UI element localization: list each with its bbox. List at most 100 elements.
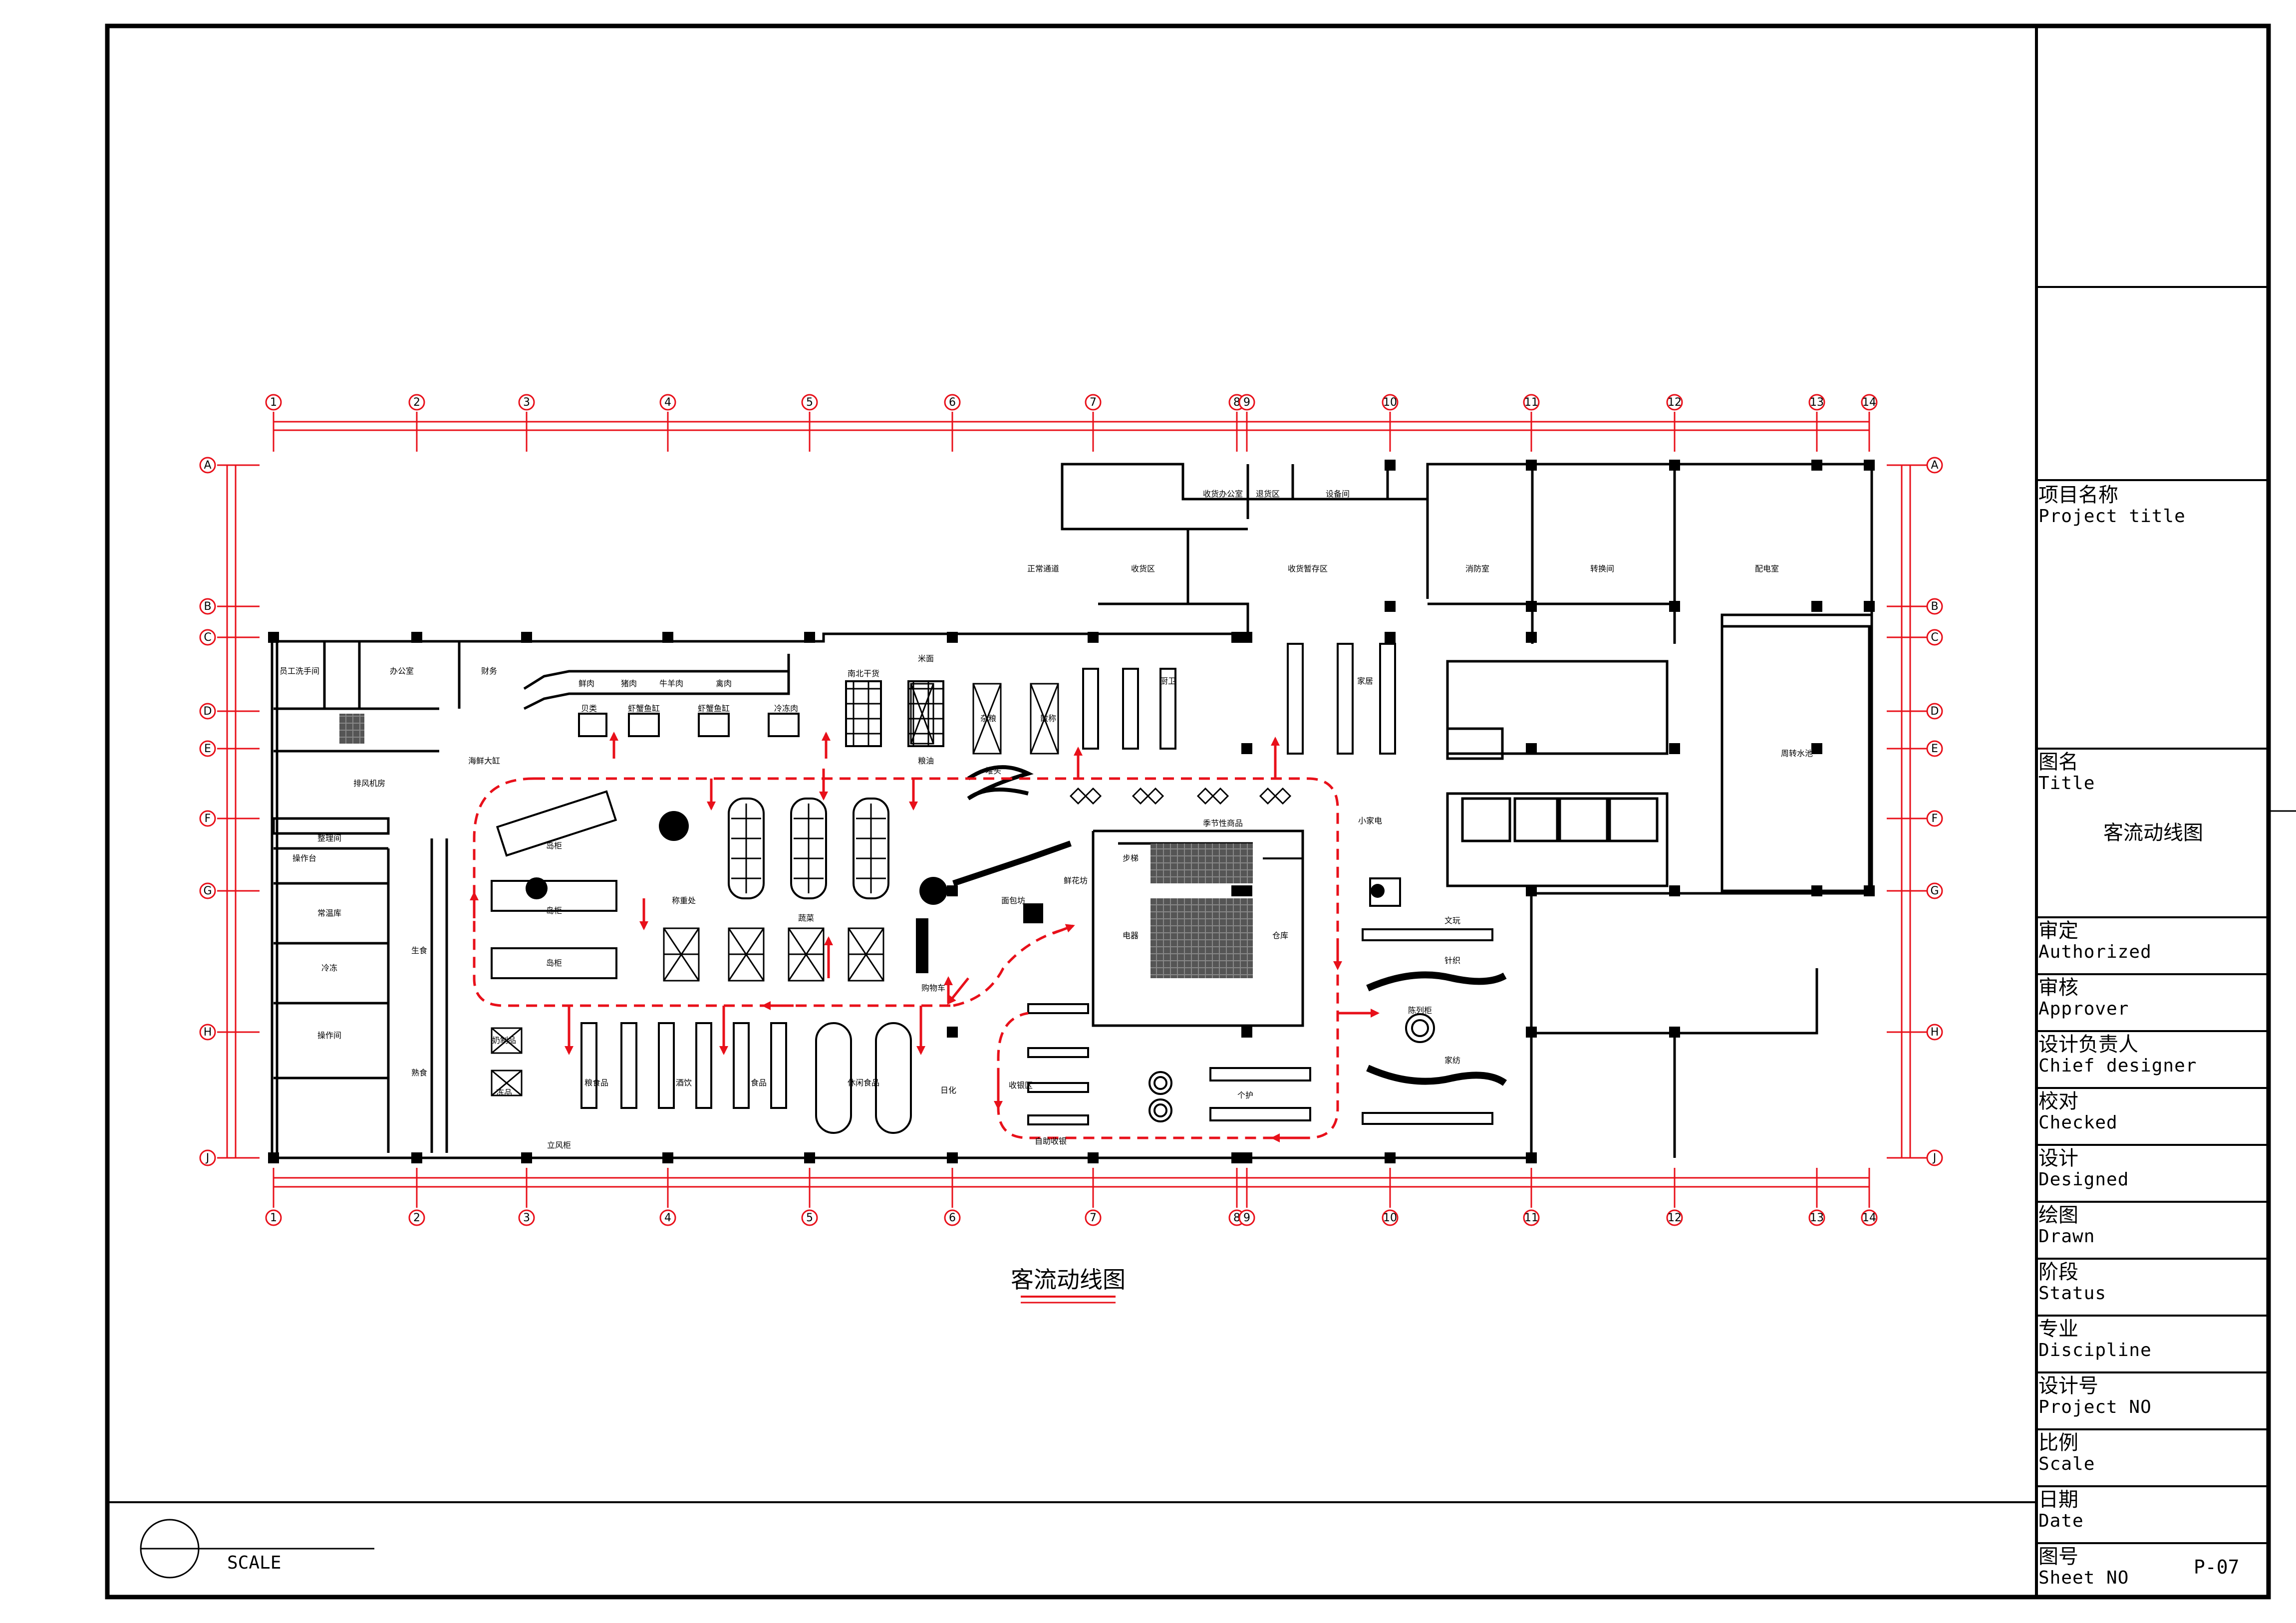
axis-bubble-row-D-left: D bbox=[199, 703, 216, 720]
label-staff-wash: 员工洗手间 bbox=[280, 666, 319, 676]
label-island-3: 岛柜 bbox=[546, 958, 562, 968]
sheet-en: Sheet NO bbox=[2038, 1568, 2129, 1588]
label-appliance: 电器 bbox=[1123, 931, 1139, 940]
label-fan-room: 排风机房 bbox=[353, 779, 385, 788]
label-stationery: 文玩 bbox=[1444, 916, 1460, 925]
structural-column bbox=[1864, 885, 1875, 896]
label-cold-storage: 常温库 bbox=[317, 908, 341, 918]
label-bulk-cereal: 杂粮 bbox=[980, 714, 996, 723]
title-block-date: 日期 Date bbox=[2038, 1489, 2268, 1532]
title-block-project-no: 设计号 Project NO bbox=[2038, 1375, 2268, 1418]
fixtures bbox=[491, 643, 1507, 1134]
structural-column bbox=[1231, 1152, 1242, 1163]
svg-text:8: 8 bbox=[1233, 1212, 1240, 1224]
svg-text:C: C bbox=[204, 631, 211, 644]
label-seasonal: 季节性商品 bbox=[1203, 818, 1243, 828]
approver-zh: 审核 bbox=[2038, 976, 2078, 999]
label-display-shelf: 陈列柜 bbox=[1408, 1006, 1432, 1015]
svg-text:5: 5 bbox=[806, 396, 813, 409]
axis-bubble-row-H-right: H bbox=[1926, 1024, 1943, 1041]
axis-bubble-col-3-bottom: 3 bbox=[518, 1209, 535, 1226]
structural-column bbox=[1526, 1152, 1537, 1163]
authorized-en: Authorized bbox=[2038, 942, 2152, 962]
designed-en: Designed bbox=[2038, 1169, 2129, 1190]
label-cooked-food: 熟食 bbox=[411, 1068, 427, 1078]
axis-bubble-col-10-top: 10 bbox=[1382, 394, 1399, 411]
axis-bubble-row-E-right: E bbox=[1926, 740, 1943, 757]
label-pork: 猪肉 bbox=[621, 679, 637, 688]
axis-bubble-col-7-bottom: 7 bbox=[1085, 1209, 1102, 1226]
axis-bubble-col-3-top: 3 bbox=[518, 394, 535, 411]
title-block-checked: 校对 Checked bbox=[2038, 1090, 2268, 1133]
label-equipment: 设备间 bbox=[1326, 489, 1350, 499]
label-transfer: 转换间 bbox=[1590, 564, 1614, 573]
label-fresh-meat: 鲜肉 bbox=[578, 679, 594, 688]
label-op-table: 操作台 bbox=[292, 853, 316, 863]
svg-text:H: H bbox=[204, 1026, 212, 1039]
axis-bubble-col-14-bottom: 14 bbox=[1861, 1209, 1878, 1226]
axis-bubble-col-5-bottom: 5 bbox=[801, 1209, 818, 1226]
discipline-zh: 专业 bbox=[2038, 1318, 2078, 1341]
scale-zh: 比例 bbox=[2038, 1431, 2078, 1454]
svg-text:14: 14 bbox=[1862, 396, 1876, 409]
label-weigh-station: 称重处 bbox=[672, 896, 696, 905]
axis-bubble-col-7-top: 7 bbox=[1085, 394, 1102, 411]
label-finance: 财务 bbox=[481, 666, 497, 676]
axis-bubble-row-E-left: E bbox=[199, 740, 216, 757]
title-block-chief: 设计负责人 Chief designer bbox=[2038, 1034, 2268, 1077]
axis-grid bbox=[217, 412, 1927, 1208]
drawn-en: Drawn bbox=[2038, 1226, 2095, 1247]
structural-column bbox=[1811, 743, 1822, 754]
axis-bubble-col-9-bottom: 9 bbox=[1238, 1209, 1255, 1226]
axis-bubble-col-4-bottom: 4 bbox=[659, 1209, 676, 1226]
svg-text:B: B bbox=[204, 600, 211, 613]
axis-bubble-row-F-right: F bbox=[1926, 810, 1943, 827]
svg-text:4: 4 bbox=[664, 396, 671, 409]
date-en: Date bbox=[2038, 1511, 2084, 1531]
label-household: 家居 bbox=[1357, 676, 1373, 686]
axis-bubble-col-4-top: 4 bbox=[659, 394, 676, 411]
label-mall-office: 收货办公室 bbox=[1203, 489, 1243, 499]
customer-flow-arrows bbox=[470, 732, 1380, 1142]
structural-columns bbox=[268, 460, 1875, 1163]
svg-text:5: 5 bbox=[806, 1212, 813, 1224]
axis-bubble-row-G-right: G bbox=[1926, 882, 1943, 899]
sheet-border bbox=[105, 23, 2271, 1600]
label-freezer: 冷冻 bbox=[321, 963, 337, 973]
label-cart: 购物车 bbox=[921, 983, 945, 993]
structural-column bbox=[1526, 632, 1537, 643]
title-block-discipline: 专业 Discipline bbox=[2038, 1318, 2268, 1361]
structural-column bbox=[804, 632, 815, 643]
svg-text:J: J bbox=[205, 1152, 210, 1164]
structural-column bbox=[1669, 1027, 1680, 1038]
project-title-en: Project title bbox=[2038, 506, 2186, 527]
plan-labels: 员工洗手间 办公室 财务 排风机房 整理间 操作台 常温库 冷冻 操作间 生食 … bbox=[280, 489, 1813, 1150]
label-pool: 周转水池 bbox=[1781, 749, 1813, 758]
structural-column bbox=[1241, 632, 1252, 643]
structural-column bbox=[662, 1152, 673, 1163]
label-beef-lamb: 牛羊肉 bbox=[659, 679, 683, 688]
status-en: Status bbox=[2038, 1283, 2107, 1304]
appliance-shelf-hatch-2 bbox=[1150, 898, 1253, 978]
axis-bubble-col-13-bottom: 13 bbox=[1808, 1209, 1825, 1226]
designed-zh: 设计 bbox=[2038, 1147, 2078, 1170]
svg-text:13: 13 bbox=[1810, 1212, 1824, 1224]
svg-text:12: 12 bbox=[1668, 1212, 1682, 1224]
svg-text:D: D bbox=[1931, 705, 1939, 718]
axis-bubble-row-C-right: C bbox=[1926, 629, 1943, 646]
axis-bubble-col-11-bottom: 11 bbox=[1523, 1209, 1540, 1226]
label-distribution: 配电室 bbox=[1755, 564, 1779, 573]
svg-text:3: 3 bbox=[523, 396, 530, 409]
svg-text:A: A bbox=[1931, 459, 1938, 472]
axis-bubble-col-9-top: 9 bbox=[1238, 394, 1255, 411]
label-self-checkout: 自助收银 bbox=[1035, 1136, 1067, 1146]
structural-column bbox=[1385, 460, 1396, 471]
structural-column bbox=[947, 1027, 958, 1038]
label-seafood-tank: 海鲜大缸 bbox=[468, 756, 500, 766]
svg-text:F: F bbox=[1932, 812, 1938, 825]
label-personal-care: 个护 bbox=[1237, 1090, 1253, 1100]
label-normal-access: 正常通道 bbox=[1027, 564, 1059, 573]
structural-column bbox=[1526, 885, 1537, 896]
label-bakery: 面包坊 bbox=[1001, 896, 1025, 905]
svg-text:13: 13 bbox=[1810, 396, 1824, 409]
